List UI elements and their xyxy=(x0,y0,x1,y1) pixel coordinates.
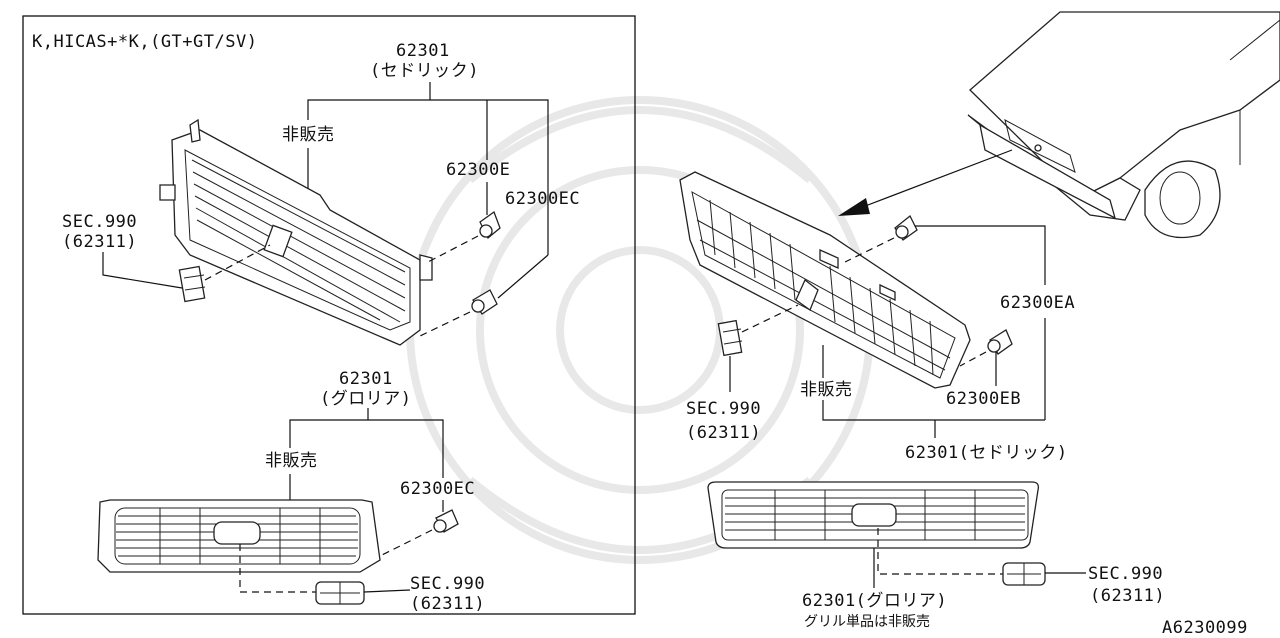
cedric-emblem-dash xyxy=(204,244,271,281)
figure-id: A6230099 xyxy=(1162,618,1248,638)
gloria-part-name: (グロリア) xyxy=(320,389,411,409)
cedric-emblem-no: (62311) xyxy=(62,232,137,252)
right-clip-b-icon xyxy=(987,329,1013,355)
car-front-illustration xyxy=(967,11,1280,239)
gloria-emblem-sec: SEC.990 xyxy=(410,574,485,594)
right-clip-a-leader xyxy=(915,225,1046,285)
gloria-clip-label: 62300EC xyxy=(400,479,475,499)
right-cedric-part-label: 62301(セドリック) xyxy=(905,443,1068,463)
cedric-emblem-leader xyxy=(102,252,183,289)
gloria-bracket xyxy=(289,419,444,478)
right-bracket-bottom xyxy=(822,400,1045,421)
cedric-emblem-icon-left xyxy=(178,265,206,303)
gloria-clip-dash xyxy=(379,529,433,557)
gloria-grille-left xyxy=(97,499,381,573)
gloria-part-number: 62301 xyxy=(339,369,393,389)
cedric-clip2-dash xyxy=(419,311,471,337)
cedric-emblem-sec: SEC.990 xyxy=(62,212,137,232)
gloria-emblem-dash xyxy=(239,544,316,593)
right-clip-b-dash xyxy=(959,351,987,367)
right-clip-a-label: 62300EA xyxy=(1000,293,1075,313)
gloria-clip-icon-left xyxy=(433,509,459,533)
gloria-not-sold: 非販売 xyxy=(265,451,318,471)
right-gloria-emblem-dash xyxy=(877,528,1003,575)
cedric-clip2-leader-lower xyxy=(497,254,549,299)
cedric-not-sold: 非販売 xyxy=(282,125,335,145)
cedric-part-number: 62301 xyxy=(396,41,450,61)
right-gloria-emblem-no: (62311) xyxy=(1090,586,1165,606)
gloria-emblem-no: (62311) xyxy=(410,594,485,614)
right-cedric-emblem-no: (62311) xyxy=(686,423,761,443)
cedric-clip2-label: 62300EC xyxy=(505,189,580,209)
left-panel-frame xyxy=(22,15,636,615)
right-clip-b-label: 62300EB xyxy=(946,389,1021,409)
cedric-clip2-icon xyxy=(471,289,498,315)
gloria-emblem-icon-left xyxy=(315,581,365,605)
gloria-emblem-leader xyxy=(363,589,411,593)
cedric-clip1-dash xyxy=(427,235,479,263)
right-cedric-emblem-sec: SEC.990 xyxy=(686,399,761,419)
right-emblem-icon-gloria xyxy=(1002,562,1046,586)
right-gloria-emblem-sec: SEC.990 xyxy=(1088,564,1163,584)
location-arrowhead xyxy=(838,198,870,216)
right-gloria-part-label: 62301(グロリア) xyxy=(802,591,947,611)
right-clip-a-icon xyxy=(894,214,918,241)
cedric-part-name: (セドリック) xyxy=(370,61,479,81)
right-not-sold: 非販売 xyxy=(800,380,853,400)
location-arrow-shaft xyxy=(859,149,1013,209)
cedric-bracket xyxy=(307,99,549,255)
right-clip-a-dash xyxy=(844,237,895,263)
gloria-grille-right xyxy=(707,481,1040,549)
cedric-grille-left xyxy=(159,118,433,346)
right-gloria-note: グリル単品は非販売 xyxy=(804,614,930,630)
cedric-grille-right xyxy=(679,171,971,389)
right-emblem-dash xyxy=(741,304,799,333)
cedric-clip1-label: 62300E xyxy=(446,160,510,180)
spec-label: K,HICAS+*K,(GT+GT/SV) xyxy=(32,32,257,52)
cedric-clip1-icon xyxy=(479,210,501,240)
right-emblem-icon-cedric xyxy=(717,319,743,357)
